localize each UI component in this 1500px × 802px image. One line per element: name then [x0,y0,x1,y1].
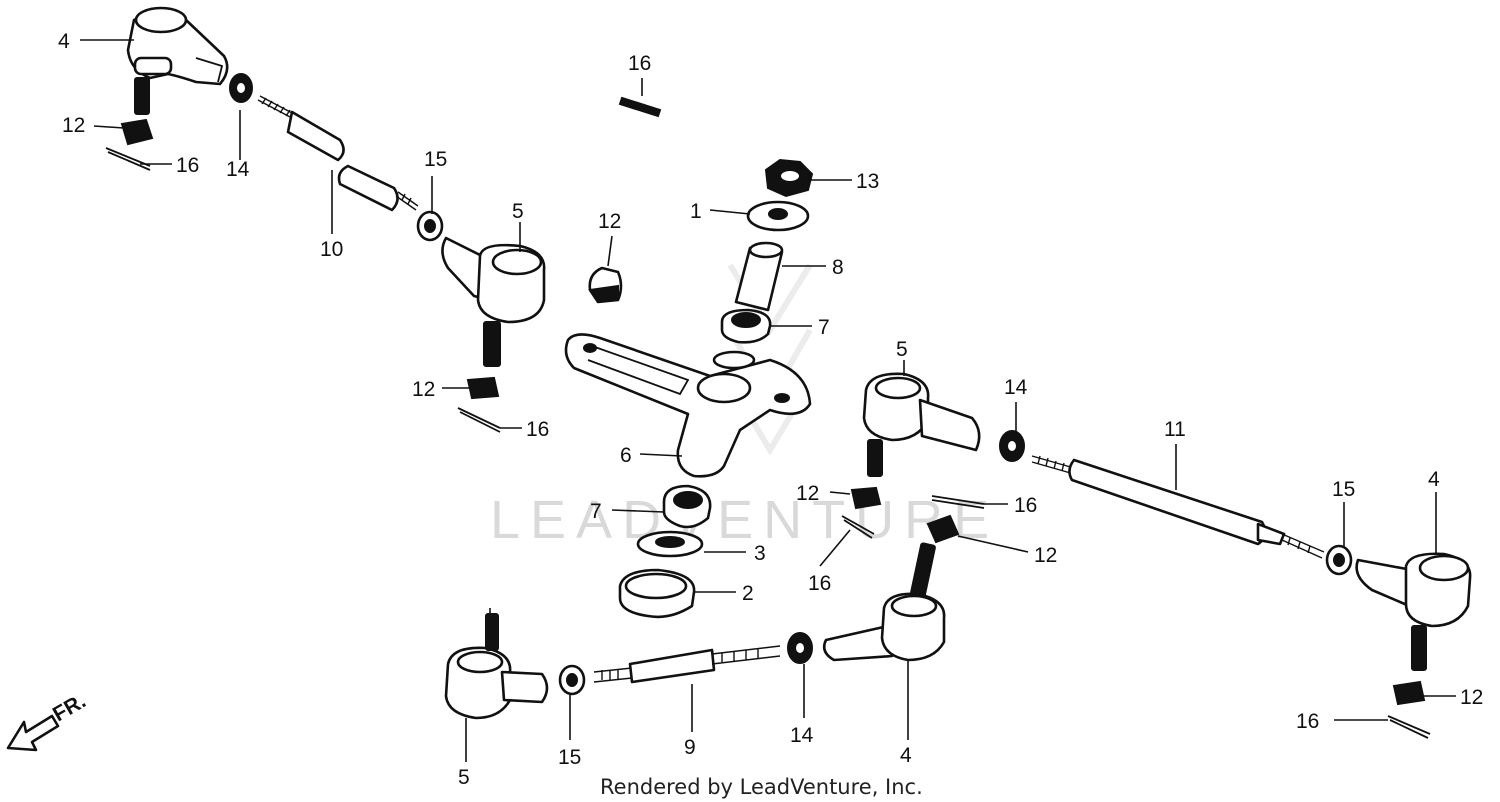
washer-3 [636,530,704,558]
tie-rod-11 [1031,455,1325,559]
lock-nut-15-right [1325,544,1353,576]
callout-5: 5 [458,766,470,789]
callout-16: 16 [808,572,831,595]
cotter-pin-16-right-upper [931,495,985,509]
callout-12: 12 [1460,686,1483,709]
callout-10: 10 [320,238,343,261]
leader-lines [80,39,1456,762]
cotter-pin-16-upper-left [105,147,151,171]
callout-12: 12 [1034,544,1057,567]
pitman-arm-6 [564,333,812,478]
castle-nut-12-right [1392,680,1426,706]
callout-8: 8 [832,256,844,279]
callout-14: 14 [226,158,250,181]
castle-nut-12-center [588,266,623,304]
washer-1 [746,200,810,232]
watermark-text: LEADVENTURE [490,490,999,550]
callout-4: 4 [58,30,70,53]
callout-7: 7 [590,500,602,523]
callout-labels: 4 12 14 16 10 15 5 16 12 12 16 13 1 8 7 … [58,30,1483,789]
render-credit: Rendered by LeadVenture, Inc. [600,775,923,799]
collar-8 [734,241,784,312]
lock-nut-14-right [999,430,1025,462]
callout-14: 14 [1004,376,1028,399]
castle-nut-12-right-center [850,486,882,510]
callout-14: 14 [790,724,814,747]
tie-rod-end-5-upper [441,236,546,367]
tie-rod-end-5-lower [444,613,549,720]
castle-nut-12-lower-right [926,514,960,544]
bushing-7-lower [662,484,712,529]
cotter-pin-16-mid-left [457,407,501,433]
callout-2: 2 [742,582,754,605]
cotter-pin-16-right [1387,715,1431,739]
lock-nut-14-lower [787,632,813,664]
cotter-pin-16-top [618,96,662,118]
callout-11: 11 [1164,418,1186,441]
tie-rod-end-4-upper-left [126,6,229,115]
callout-13: 13 [856,170,879,193]
tie-rod-end-4-lower [822,542,946,662]
callout-4: 4 [900,744,912,767]
tie-rod-end-5-right [862,372,981,477]
callout-9: 9 [684,736,696,759]
callout-16: 16 [176,154,199,177]
lock-nut-15-lower [558,664,586,696]
cotter-pin-16-right-center [841,515,875,539]
callout-5: 5 [896,338,908,361]
castle-nut-12-upper-left [120,118,154,146]
callout-6: 6 [620,444,632,467]
callout-15: 15 [1332,478,1355,501]
callout-5: 5 [512,200,524,223]
callout-12: 12 [598,210,621,233]
lock-nut-14-upper [229,73,253,103]
callout-3: 3 [754,542,766,565]
lock-nut-15-upper [416,210,444,242]
callout-16: 16 [1014,494,1037,517]
tie-rod-9 [593,645,781,684]
callout-12: 12 [412,378,435,401]
callout-7: 7 [818,316,830,339]
front-arrow-icon: FR. [6,689,90,752]
tie-rod-10 [257,95,419,212]
callout-12: 12 [62,114,85,137]
callout-4: 4 [1428,468,1440,491]
callout-16: 16 [628,52,651,75]
callout-16: 16 [526,418,549,441]
callout-1: 1 [690,200,702,223]
callout-12: 12 [796,482,819,505]
castle-nut-12-mid-left [466,376,500,400]
seal-2 [618,568,696,619]
bushing-7-upper [720,308,772,344]
callout-15: 15 [558,746,581,769]
callout-15: 15 [424,148,447,171]
callout-16: 16 [1296,710,1319,733]
nut-13 [764,158,814,198]
tie-rod-end-4-right [1355,552,1472,671]
